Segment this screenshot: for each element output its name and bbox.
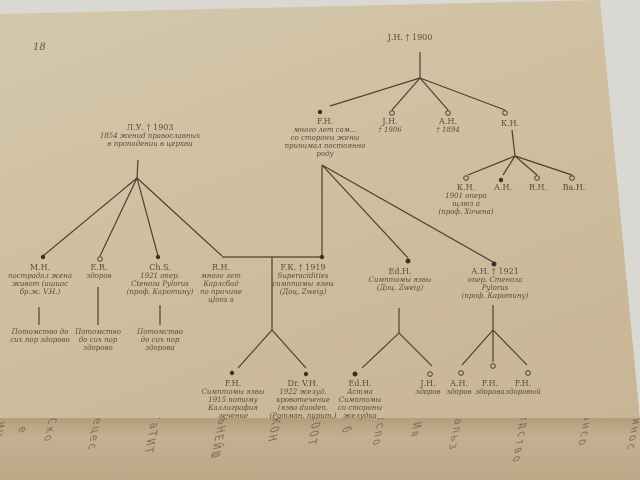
female-symbol-icon — [97, 256, 103, 262]
male-symbol-icon — [458, 370, 464, 376]
male-marker — [229, 370, 235, 376]
female-symbol-icon — [569, 175, 575, 181]
next-page-edge: ИЧ е Ско рецес СТаТИТ ИЛЬНЕЙШ КОН СООТ б… — [0, 418, 640, 480]
female-symbol-icon — [490, 363, 496, 369]
male-symbol-icon — [463, 175, 469, 181]
tree-line — [419, 77, 449, 111]
male-symbol-icon — [427, 371, 433, 377]
male-symbol-icon — [502, 110, 508, 116]
person-label: Ј.Н.† 1906 — [378, 117, 402, 135]
male-symbol-icon — [389, 110, 395, 116]
male-marker — [303, 371, 309, 377]
page-number: 18 — [33, 42, 46, 53]
female-symbol-icon — [534, 175, 540, 181]
person-label: F.H. много лет сам...со стороны жены при… — [284, 117, 366, 159]
tree-line — [461, 329, 494, 366]
male-marker — [491, 261, 497, 267]
tree-line — [419, 77, 506, 111]
person-label: Ј.Н.здоров — [415, 379, 441, 397]
tree-line — [136, 159, 139, 179]
family-tree-diagram — [38, 52, 575, 377]
tree-line — [511, 129, 516, 157]
tree-line — [398, 332, 433, 367]
male-marker — [155, 254, 161, 260]
person-label: F.Н.здорова — [475, 379, 505, 397]
person-label: R.Н. — [528, 183, 548, 192]
person-label: F.Н.здоровый — [505, 379, 541, 397]
person-label: Ва.Н. — [562, 183, 586, 192]
person-label: А.Н.здоров — [446, 379, 472, 397]
tree-line — [467, 155, 516, 176]
tree-line — [271, 329, 307, 369]
male-marker — [319, 254, 325, 260]
tree-line — [136, 177, 159, 257]
tree-line — [321, 164, 409, 259]
person-label: Ј.Н. † 1900 — [387, 33, 433, 42]
tree-line — [502, 155, 516, 176]
tree-line — [99, 177, 138, 257]
tree-line — [391, 77, 421, 111]
male-marker — [40, 254, 46, 260]
person-label: Ch.S. 1921 опер.Сtенога Руlоrus(проф. Ка… — [126, 263, 194, 297]
person-label: Dr. V.Н. 1922 желуд.кровотечение(язва du… — [269, 379, 337, 421]
person-label: А.Н. — [493, 183, 513, 192]
tree-line — [237, 329, 273, 369]
tree-line — [329, 77, 421, 107]
tree-line — [514, 155, 573, 176]
person-label: А.Н.† 1894 — [436, 117, 460, 135]
male-marker — [498, 177, 504, 183]
male-symbol-icon — [525, 370, 531, 376]
tree-line — [514, 155, 538, 176]
tree-line — [361, 332, 400, 369]
person-label: Еd.Н. Симптомы язвы(Доц. Zweig) — [368, 267, 432, 293]
tree-line — [136, 177, 223, 257]
tree-line — [321, 164, 494, 263]
male-symbol-icon — [445, 110, 451, 116]
male-marker — [405, 258, 411, 264]
male-marker — [352, 371, 358, 377]
person-label: Е.R.здоров — [86, 263, 112, 281]
person-label: К.Н. — [500, 119, 520, 128]
male-marker — [317, 109, 323, 115]
tree-line — [42, 177, 138, 257]
tree-line — [492, 329, 528, 366]
